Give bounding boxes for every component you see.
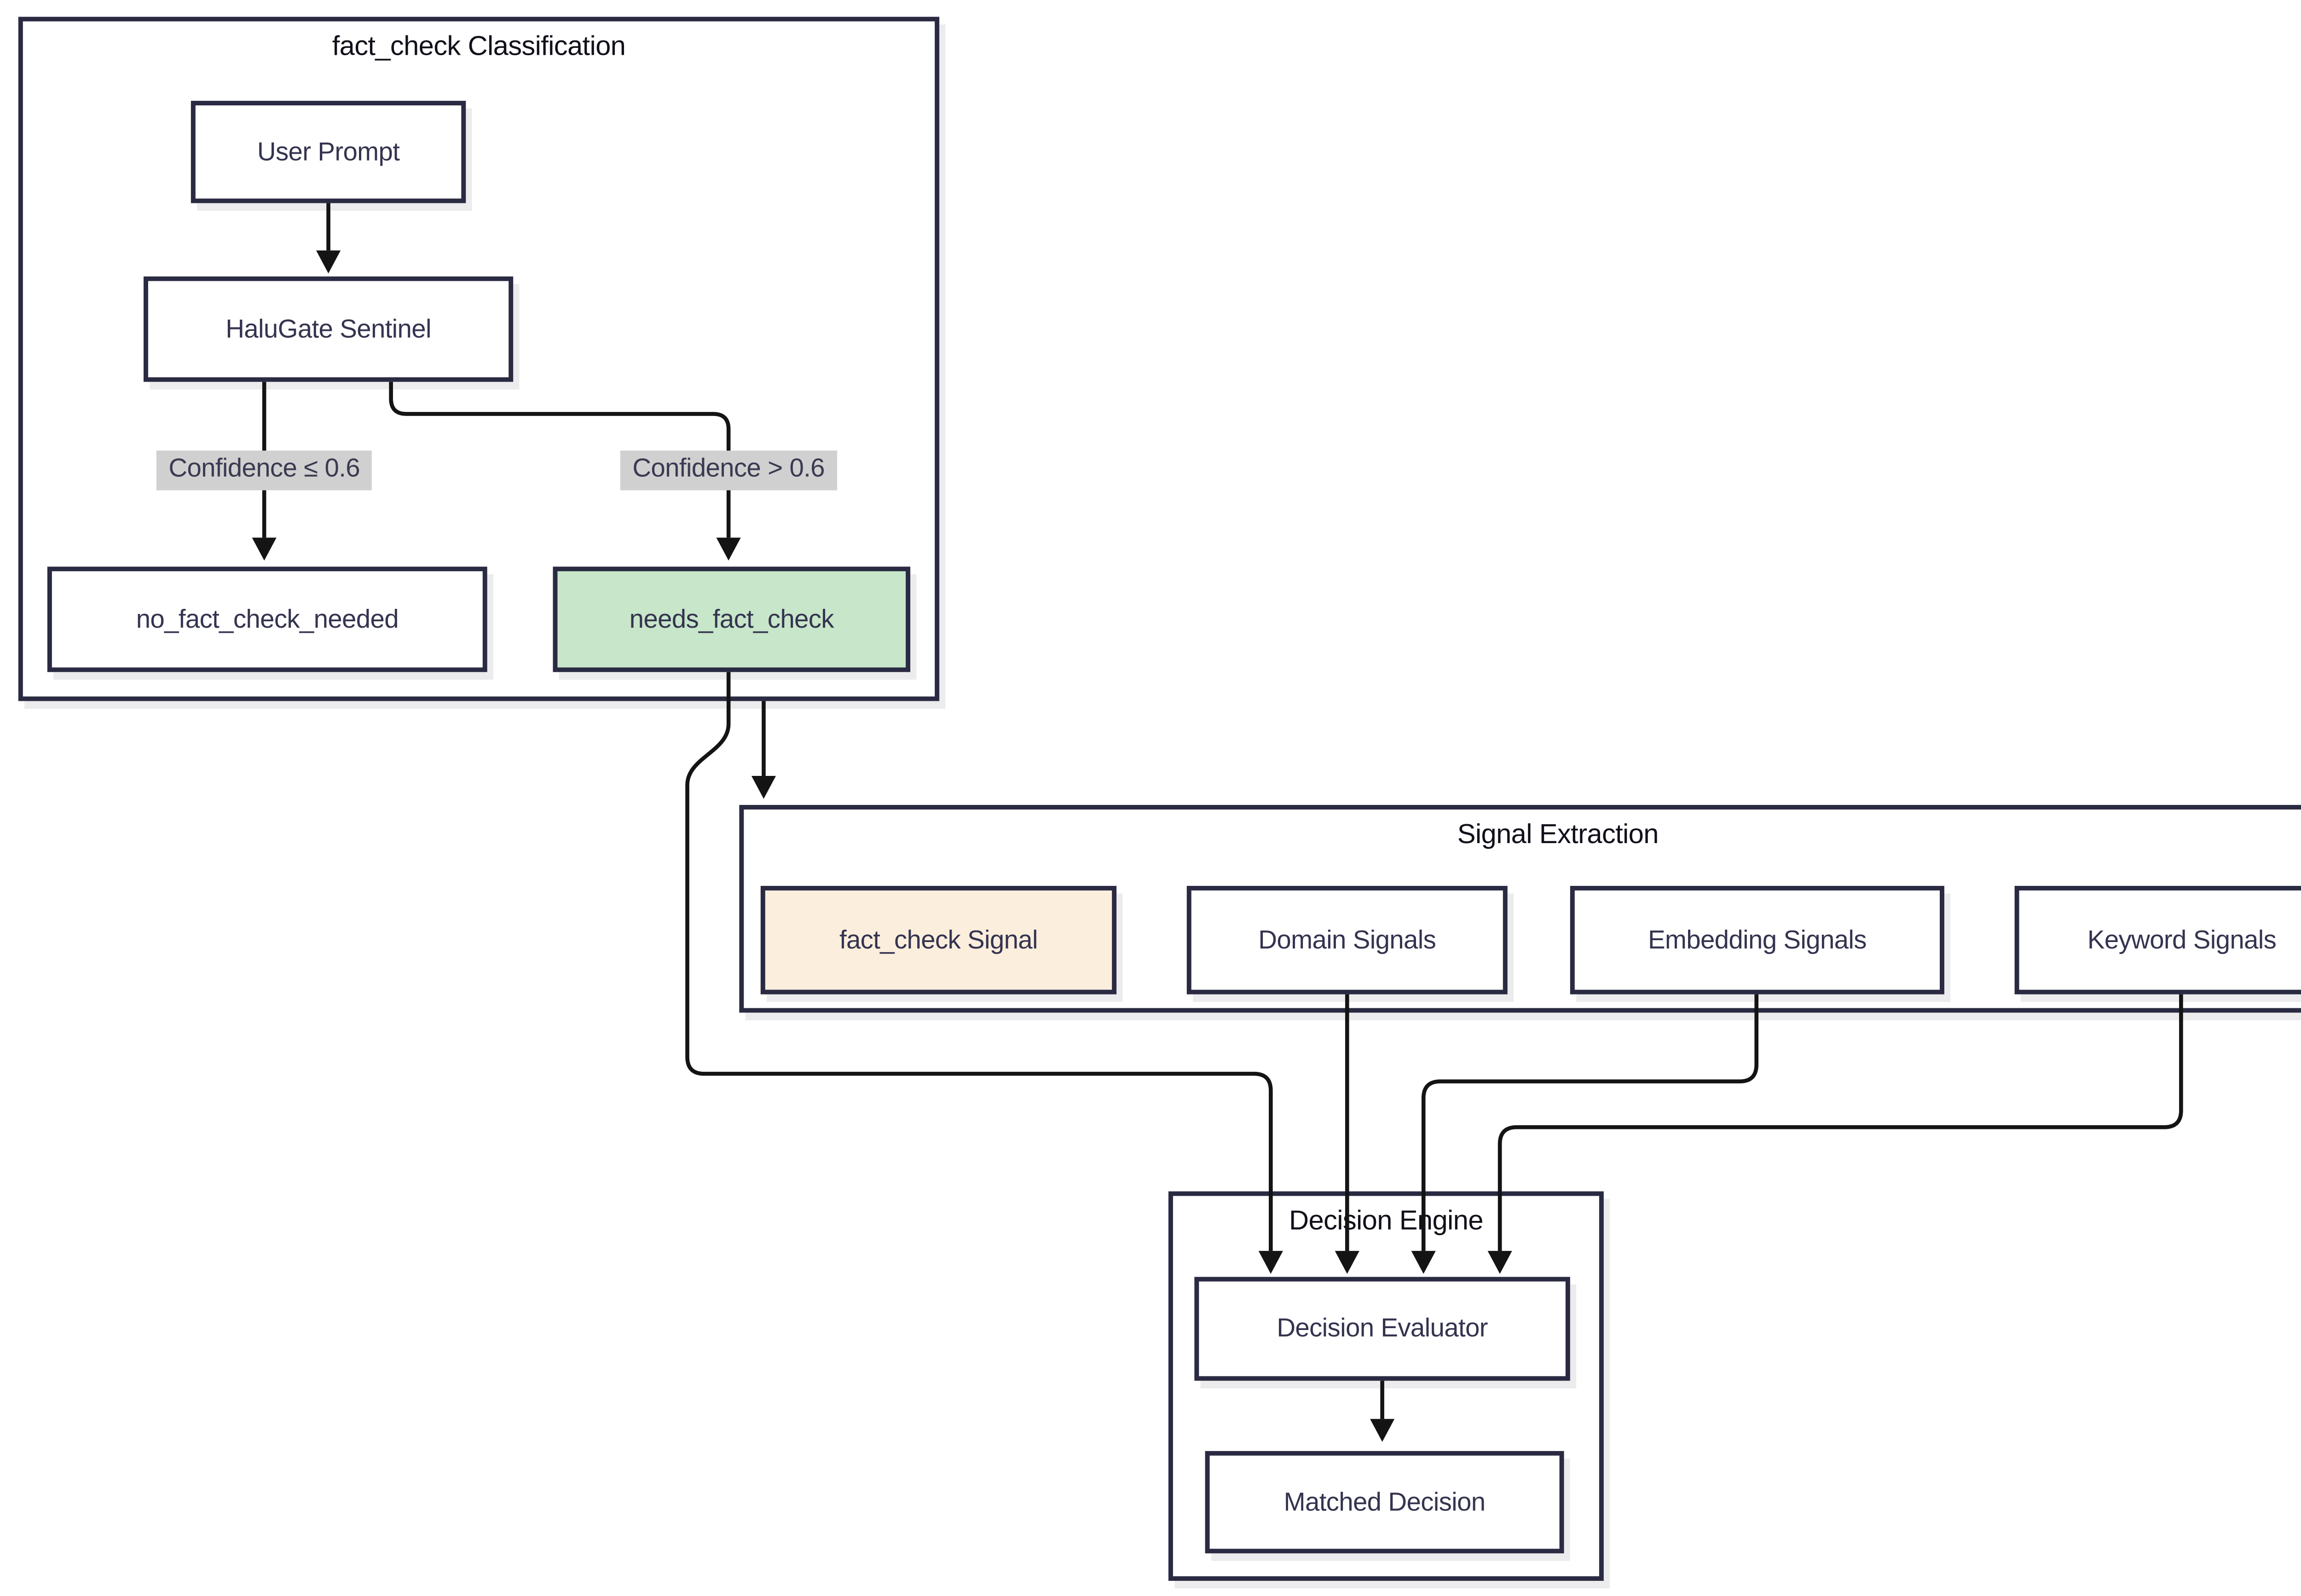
node-decision-evaluator-label: Decision Evaluator [1277, 1313, 1488, 1343]
node-embedding-signals: Embedding Signals [1570, 885, 1944, 995]
edge-label-confidence-gt-0.6: Confidence > 0.6 [620, 451, 837, 491]
node-embedding-signals-label: Embedding Signals [1648, 925, 1867, 954]
node-keyword-signals-label: Keyword Signals [2087, 925, 2277, 954]
arrowhead [751, 776, 776, 799]
node-no-fact-check-needed-label: no_fact_check_needed [136, 604, 399, 633]
node-halugate-sentinel: HaluGate Sentinel [143, 276, 514, 382]
node-domain-signals-label: Domain Signals [1258, 925, 1436, 954]
node-needs-fact-check-label: needs_fact_check [629, 604, 834, 633]
node-matched-decision-label: Matched Decision [1283, 1486, 1486, 1516]
cluster-title-fact-check-classification: fact_check Classification [332, 30, 626, 61]
edge-label-confidence-le-0.6: Confidence ≤ 0.6 [156, 451, 372, 491]
node-fact-check-signal: fact_check Signal [760, 885, 1117, 995]
node-halugate-sentinel-label: HaluGate Sentinel [225, 314, 431, 343]
node-matched-decision: Matched Decision [1205, 1451, 1564, 1554]
node-keyword-signals: Keyword Signals [2014, 885, 2301, 995]
node-fact-check-signal-label: fact_check Signal [839, 925, 1038, 954]
edge-needs-fact-check-to-signal-extraction [751, 701, 776, 799]
node-domain-signals: Domain Signals [1186, 885, 1508, 995]
node-needs-fact-check: needs_fact_check [553, 567, 911, 672]
cluster-title-decision-engine: Decision Engine [1289, 1205, 1483, 1236]
node-decision-evaluator: Decision Evaluator [1194, 1277, 1570, 1381]
node-user-prompt: User Prompt [191, 101, 466, 203]
cluster-title-signal-extraction: Signal Extraction [1457, 818, 1659, 850]
node-user-prompt-label: User Prompt [257, 137, 400, 166]
node-no-fact-check-needed: no_fact_check_needed [47, 567, 487, 672]
